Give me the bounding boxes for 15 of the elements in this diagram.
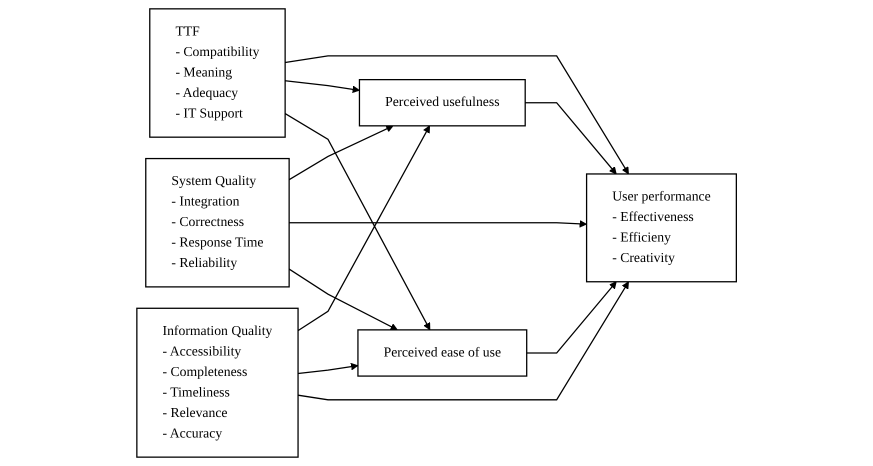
node-box: TTF - Compatibility - Meaning - Adequacy - IT Support (149, 8, 286, 138)
arrow (284, 55, 629, 174)
arrow (289, 220, 587, 228)
arrow (288, 268, 398, 330)
node-box: User performance - Effectiveness - Efficieny - Creativity (586, 173, 737, 282)
node-box: Perceived usefulness (358, 79, 526, 126)
arrow (525, 102, 617, 174)
node-box: Perceived ease of use (357, 329, 528, 377)
arrow (298, 362, 358, 374)
arrow (288, 125, 394, 180)
node-box: Information Quality - Accessibility - Completeness - Timeliness - Relevance - Accuracy (136, 308, 299, 458)
arrow (298, 281, 629, 400)
node-box: System Quality - Integration - Correctness - Response Time - Reliability (145, 158, 290, 288)
arrow (284, 80, 360, 94)
arrow (526, 281, 617, 354)
